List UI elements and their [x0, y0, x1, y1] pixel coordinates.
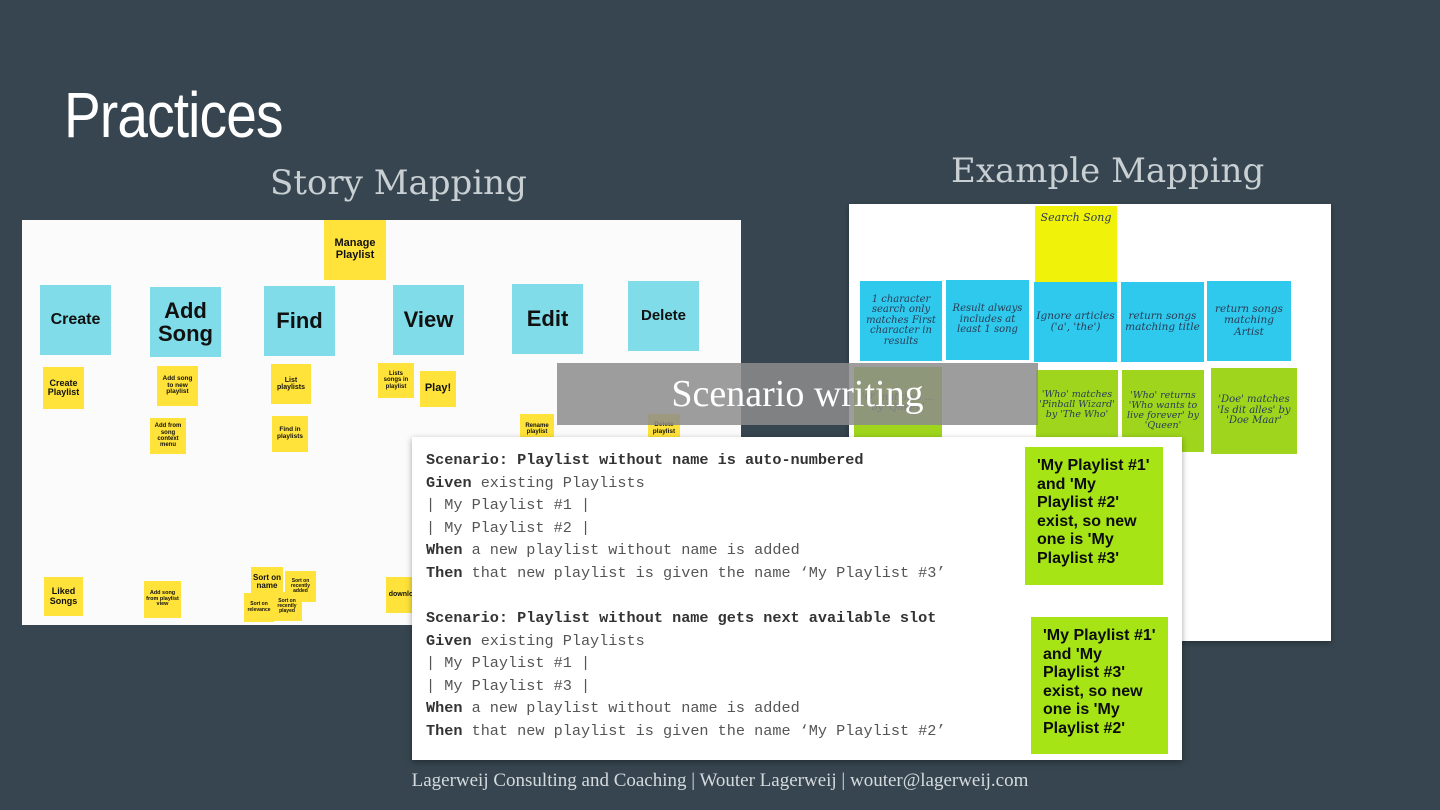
task-note: Add song to new playlist: [157, 366, 198, 406]
example-note: 'Who' matches 'Pinball Wizard' by 'The W…: [1036, 370, 1118, 440]
then-text: that new playlist is given the name ‘My …: [462, 721, 946, 740]
task-note: Play!: [420, 371, 456, 407]
table-row: | My Playlist #2 |: [426, 518, 591, 537]
detail-note: downlo: [386, 577, 416, 613]
example-mapping-heading: Example Mapping: [951, 151, 1265, 191]
scenario-panel: Scenario: Playlist without name is auto-…: [412, 437, 1182, 760]
scenario-writing-banner: Scenario writing: [557, 363, 1038, 425]
task-note: Find in playlists: [272, 416, 308, 452]
activity-note: Delete: [628, 281, 699, 351]
story-top-note: Manage Playlist: [324, 220, 386, 280]
activity-note: View: [393, 285, 464, 355]
activity-note: Add Song: [150, 287, 221, 357]
example-green-note: 'My Playlist #1' and 'My Playlist #2' ex…: [1025, 447, 1163, 585]
detail-note: Liked Songs: [44, 577, 83, 616]
table-row: | My Playlist #1 |: [426, 654, 591, 673]
given-keyword: Given: [426, 631, 472, 650]
when-text: a new playlist without name is added: [462, 699, 800, 718]
example-note: 'Doe' matches 'Is dit alles' by 'Doe Maa…: [1211, 368, 1297, 454]
when-text: a new playlist without name is added: [462, 541, 800, 560]
scenario-block: Scenario: Playlist without name gets nex…: [426, 607, 946, 743]
rule-note: Ignore articles ('a', 'the'): [1034, 282, 1117, 362]
task-note: List playlists: [271, 364, 311, 404]
detail-note: Sort on relevance: [244, 593, 274, 622]
task-note: Lists songs in playlist: [378, 363, 414, 398]
scenario-header: Scenario: Playlist without name gets nex…: [426, 609, 937, 627]
when-keyword: When: [426, 699, 463, 718]
detail-note: Sort on recently played: [272, 592, 302, 621]
given-text: existing Playlists: [471, 631, 645, 650]
given-text: existing Playlists: [471, 473, 645, 492]
when-keyword: When: [426, 541, 463, 560]
scenario-header: Scenario: Playlist without name is auto-…: [426, 451, 864, 469]
then-keyword: Then: [426, 721, 463, 740]
scenario-block: Scenario: Playlist without name is auto-…: [426, 449, 946, 585]
then-text: that new playlist is given the name ‘My …: [462, 563, 946, 582]
footer-credits: Lagerweij Consulting and Coaching | Wout…: [411, 770, 1029, 791]
activity-note: Create: [40, 285, 111, 355]
given-keyword: Given: [426, 473, 472, 492]
example-green-note: 'My Playlist #1' and 'My Playlist #3' ex…: [1031, 617, 1168, 754]
slide-title: Practices: [64, 79, 283, 151]
rule-note: Result always includes at least 1 song: [946, 280, 1029, 360]
story-mapping-heading: Story Mapping: [270, 163, 527, 203]
detail-note: Add song from playlist view: [144, 581, 181, 618]
table-row: | My Playlist #3 |: [426, 676, 591, 695]
task-note: Add from song context menu: [150, 418, 186, 454]
activity-note: Find: [264, 286, 335, 356]
activity-note: Edit: [512, 284, 583, 354]
rule-note: return songs matching title: [1121, 282, 1204, 362]
then-keyword: Then: [426, 563, 463, 582]
table-row: | My Playlist #1 |: [426, 496, 591, 515]
story-note: Search Song: [1035, 206, 1117, 282]
task-note: Create Playlist: [43, 367, 84, 409]
rule-note: 1 character search only matches First ch…: [860, 281, 942, 361]
rule-note: return songs matching Artist: [1207, 281, 1291, 361]
